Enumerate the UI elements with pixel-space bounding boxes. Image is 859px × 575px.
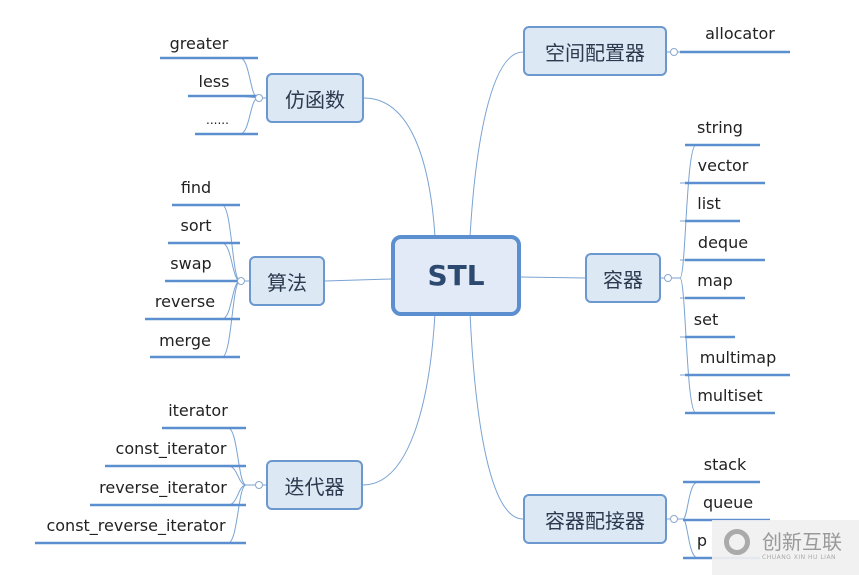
- watermark: 创新互联 CHUANG XIN HU LIAN: [712, 520, 859, 575]
- leaf-reverse-iterator[interactable]: reverse_iterator: [99, 478, 227, 497]
- collapse-toggle-adapters[interactable]: [670, 515, 678, 523]
- leaf-greater[interactable]: greater: [169, 34, 229, 53]
- leaf-iterator[interactable]: iterator: [168, 401, 228, 420]
- leaf-swap[interactable]: swap: [170, 254, 212, 273]
- node-iterators[interactable]: 迭代器: [266, 460, 363, 510]
- root-node[interactable]: STL: [391, 235, 521, 316]
- leaf-find[interactable]: find: [180, 178, 212, 197]
- node-algorithms[interactable]: 算法: [249, 256, 325, 306]
- leaf-string[interactable]: string: [697, 118, 743, 137]
- watermark-pinyin: CHUANG XIN HU LIAN: [762, 554, 837, 561]
- leaf-list[interactable]: list: [697, 194, 721, 213]
- leaf-multiset[interactable]: multiset: [697, 386, 763, 405]
- leaf-reverse[interactable]: reverse: [154, 292, 216, 311]
- watermark-name: 创新互联: [762, 530, 842, 554]
- leaf-map[interactable]: map: [697, 271, 733, 290]
- leaf-stack[interactable]: stack: [703, 455, 747, 474]
- collapse-toggle-iterators[interactable]: [255, 481, 263, 489]
- leaf-less[interactable]: less: [198, 72, 230, 91]
- leaf-queue[interactable]: queue: [702, 493, 754, 512]
- leaf-multimap[interactable]: multimap: [699, 348, 777, 367]
- node-containers[interactable]: 容器: [585, 253, 661, 303]
- leaf-deque[interactable]: deque: [697, 233, 749, 252]
- leaf-const-iterator[interactable]: const_iterator: [115, 439, 227, 458]
- collapse-toggle-containers[interactable]: [664, 274, 672, 282]
- watermark-logo-icon: [724, 529, 750, 555]
- leaf-vector[interactable]: vector: [697, 156, 749, 175]
- node-functors[interactable]: 仿函数: [266, 73, 364, 123]
- collapse-toggle-allocator[interactable]: [670, 48, 678, 56]
- leaf-merge[interactable]: merge: [159, 331, 211, 350]
- node-allocator[interactable]: 空间配置器: [523, 26, 667, 76]
- leaf-priority-queue[interactable]: p: [696, 531, 708, 550]
- collapse-toggle-algorithms[interactable]: [237, 277, 245, 285]
- leaf-const-reverse-iterator[interactable]: const_reverse_iterator: [46, 516, 226, 535]
- node-adapters[interactable]: 容器配接器: [523, 494, 667, 544]
- leaf-sort[interactable]: sort: [180, 216, 212, 235]
- collapse-toggle-functors[interactable]: [255, 94, 263, 102]
- leaf-allocator[interactable]: allocator: [705, 24, 775, 43]
- leaf-more[interactable]: ......: [206, 113, 229, 127]
- leaf-set[interactable]: set: [693, 310, 719, 329]
